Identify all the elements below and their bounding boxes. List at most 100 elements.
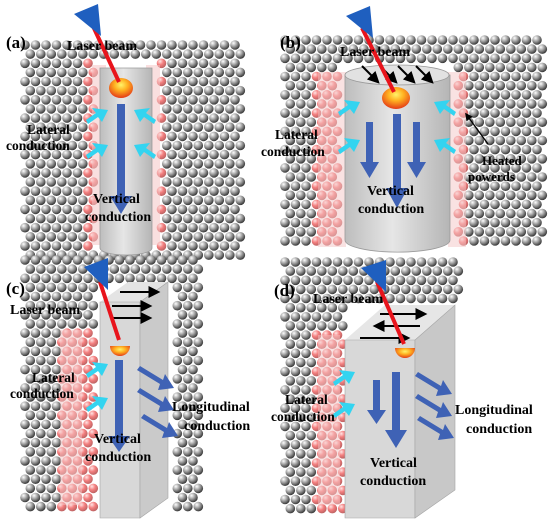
powder-particle-icon xyxy=(448,53,458,64)
powder-particle-icon xyxy=(88,49,99,59)
powder-particle-icon xyxy=(193,300,204,311)
powder-particle-icon xyxy=(193,213,204,224)
powder-particle-icon xyxy=(198,95,209,105)
powder-particle-icon xyxy=(30,328,41,338)
longitudinal-label-c-2: conduction xyxy=(184,419,250,434)
powder-particle-icon xyxy=(280,90,290,100)
powder-particle-icon xyxy=(25,67,36,78)
vertical-label-b-1: Vertical xyxy=(367,184,414,199)
powder-particle-icon xyxy=(46,104,57,114)
powder-particle-icon xyxy=(20,113,30,123)
powder-particle-icon xyxy=(235,104,246,114)
powder-particle-icon xyxy=(204,213,214,224)
powder-particle-icon xyxy=(177,131,188,142)
powder-particle-icon xyxy=(235,195,246,206)
powder-particle-icon xyxy=(198,58,209,69)
powder-particle-icon xyxy=(177,149,188,160)
powder-particle-icon xyxy=(280,439,290,450)
longitudinal-label-c-1: Longitudinal xyxy=(172,400,250,415)
powder-particle-icon xyxy=(527,135,537,146)
powder-particle-icon xyxy=(516,44,527,54)
powder-particle-icon xyxy=(183,282,193,293)
powder-particle-icon xyxy=(72,241,83,251)
powder-particle-icon xyxy=(537,80,548,91)
powder-particle-icon xyxy=(225,177,235,187)
powder-particle-icon xyxy=(411,44,422,54)
powder-particle-icon xyxy=(219,168,230,178)
powder-particle-icon xyxy=(490,108,500,118)
powder-particle-icon xyxy=(411,266,422,276)
powder-particle-icon xyxy=(183,177,193,187)
powder-particle-icon xyxy=(317,266,327,276)
powder-particle-icon xyxy=(490,199,500,210)
powder-particle-icon xyxy=(348,44,359,54)
powder-particle-icon xyxy=(204,49,214,59)
powder-particle-icon xyxy=(193,104,204,114)
powder-particle-icon xyxy=(57,85,67,96)
powder-particle-icon xyxy=(395,53,406,64)
powder-particle-icon xyxy=(172,122,183,132)
powder-particle-icon xyxy=(296,117,306,127)
powder-particle-icon xyxy=(495,208,506,219)
powder-particle-icon xyxy=(25,104,36,114)
powder-particle-icon xyxy=(364,257,374,267)
powder-particle-icon xyxy=(51,95,62,105)
powder-particle-icon xyxy=(506,44,516,54)
powder-particle-icon xyxy=(162,67,172,78)
powder-particle-icon xyxy=(62,95,72,105)
powder-particle-icon xyxy=(219,58,230,69)
powder-particle-icon xyxy=(516,208,527,219)
powder-particle-icon xyxy=(280,385,290,395)
powder-particle-icon xyxy=(36,337,46,348)
powder-particle-icon xyxy=(20,437,30,448)
powder-particle-icon xyxy=(225,67,235,78)
powder-particle-icon xyxy=(506,99,516,109)
powder-particle-icon xyxy=(301,53,311,64)
powder-particle-icon xyxy=(479,144,490,155)
powder-particle-icon xyxy=(490,53,500,64)
powder-particle-icon xyxy=(188,474,198,485)
lateral-label-c-1: Lateral xyxy=(32,370,75,385)
powder-particle-icon xyxy=(214,140,225,151)
powder-particle-icon xyxy=(290,71,301,82)
powder-particle-icon xyxy=(306,117,317,127)
powder-particle-icon xyxy=(290,181,301,191)
powder-particle-icon xyxy=(485,44,495,54)
heated-powder-particle xyxy=(83,419,93,430)
powder-particle-icon xyxy=(469,144,479,155)
powder-particle-icon xyxy=(290,458,301,468)
powder-particle-icon xyxy=(532,181,542,191)
powder-particle-icon xyxy=(516,99,527,109)
powder-particle-icon xyxy=(46,67,57,78)
powder-particle-icon xyxy=(177,310,188,320)
powder-particle-icon xyxy=(209,204,219,215)
lateral-label-b-1: Lateral xyxy=(275,127,318,142)
powder-particle-icon xyxy=(51,40,62,50)
scan-arrows-c xyxy=(112,286,161,324)
powder-particle-icon xyxy=(500,71,511,82)
powder-particle-icon xyxy=(479,71,490,82)
powder-particle-icon xyxy=(506,172,516,182)
powder-particle-icon xyxy=(306,44,317,54)
heated-powder-particle xyxy=(83,456,93,466)
powder-particle-icon xyxy=(204,67,214,78)
powder-particle-icon xyxy=(464,227,474,237)
powder-particle-icon xyxy=(235,213,246,224)
powder-particle-icon xyxy=(516,172,527,182)
powder-particle-icon xyxy=(521,181,532,191)
laser-beam xyxy=(360,27,396,93)
powder-particle-icon xyxy=(72,131,83,142)
powder-particle-icon xyxy=(198,168,209,178)
powder-particle-icon xyxy=(285,227,296,237)
powder-particle-icon xyxy=(437,293,448,304)
powder-particle-icon xyxy=(41,58,51,69)
powder-particle-icon xyxy=(327,302,338,313)
powder-particle-icon xyxy=(30,383,41,393)
powder-particle-icon xyxy=(296,99,306,109)
powder-particle-icon xyxy=(125,273,135,284)
powder-particle-icon xyxy=(332,35,343,45)
powder-particle-icon xyxy=(511,144,521,155)
powder-particle-icon xyxy=(30,113,41,123)
powder-particle-icon xyxy=(511,163,521,173)
powder-particle-icon xyxy=(78,67,88,78)
